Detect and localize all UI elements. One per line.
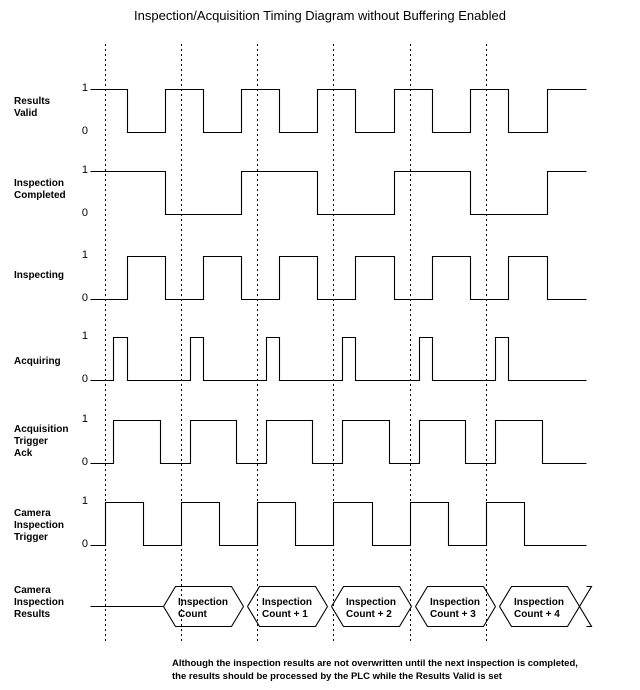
bus-hexagon-2 <box>331 585 412 628</box>
tick-high-acquisition-trigger-ack: 1 <box>81 413 88 425</box>
signal-label-camera-inspection-results: Camera Inspection Results <box>14 585 65 620</box>
signal-label-acquiring: Acquiring <box>14 356 61 367</box>
waveform-acquisition-trigger-ack <box>90 419 587 465</box>
signal-label-inspecting: Inspecting <box>14 270 65 281</box>
bus-hexagon-0 <box>163 585 244 628</box>
bus-hexagon-3 <box>415 585 496 628</box>
tick-high-inspection-completed: 1 <box>81 164 88 176</box>
tick-low-results-valid: 0 <box>81 125 88 137</box>
tick-low-inspecting: 0 <box>81 292 88 304</box>
bus-hexagon-4 <box>499 585 580 628</box>
bus-value-4: Inspection Count + 4 <box>514 597 565 620</box>
tick-low-inspection-completed: 0 <box>81 207 88 219</box>
signal-label-results-valid: Results Valid <box>14 96 51 119</box>
tick-high-inspecting: 1 <box>81 249 88 261</box>
tick-high-results-valid: 1 <box>81 82 88 94</box>
waveform-results-valid <box>90 88 587 134</box>
waveform-camera-inspection-trigger <box>90 501 587 547</box>
page-title: Inspection/Acquisition Timing Diagram wi… <box>134 8 506 23</box>
tick-high-acquiring: 1 <box>81 330 88 342</box>
signal-label-camera-inspection-trigger: Camera Inspection Trigger <box>14 508 65 543</box>
tick-low-acquiring: 0 <box>81 373 88 385</box>
bus-value-0: Inspection Count <box>178 597 229 620</box>
signal-label-acquisition-trigger-ack: Acquisition Trigger Ack <box>14 424 69 459</box>
tick-low-camera-inspection-trigger: 0 <box>81 538 88 550</box>
signal-label-inspection-completed: Inspection Completed <box>14 178 66 201</box>
waveform-inspection-completed <box>90 170 587 216</box>
footnote-text: Although the inspection results are not … <box>172 658 578 682</box>
bus-value-1: Inspection Count + 1 <box>262 597 313 620</box>
tick-low-acquisition-trigger-ack: 0 <box>81 456 88 468</box>
bus-value-3: Inspection Count + 3 <box>430 597 481 620</box>
waveform-inspecting <box>90 255 587 301</box>
tick-high-camera-inspection-trigger: 1 <box>81 495 88 507</box>
bus-hexagon-1 <box>247 585 328 628</box>
waveform-acquiring <box>90 336 587 382</box>
bus-value-2: Inspection Count + 2 <box>346 597 397 620</box>
bus-tail <box>579 585 593 628</box>
